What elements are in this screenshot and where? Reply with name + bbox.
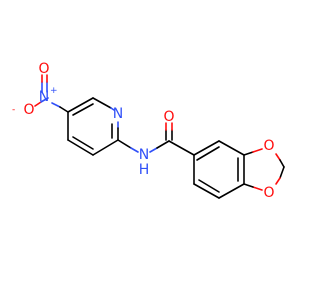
bond-pyr-c5-c6-inner xyxy=(72,103,94,116)
amide-hydrogen-label: H xyxy=(139,162,150,178)
nitro-oxygen-left-atom: O - xyxy=(12,102,35,118)
nitro-oxygen-left-charge: - xyxy=(12,105,15,115)
bond-dioxole-o-c4-a xyxy=(252,186,263,191)
bond-benz-c1-c2-inner xyxy=(196,146,220,161)
bond-amide-n-c-a xyxy=(149,147,158,153)
bond-c2-amide-n-a xyxy=(117,139,132,149)
carbonyl-oxygen-label: O xyxy=(163,109,174,125)
bond-benz-c4-c5 xyxy=(218,183,245,199)
bond-pyr-c3-c4-inner xyxy=(72,136,94,150)
bond-amide-n-c-b xyxy=(156,140,170,149)
bond-benz-c2-c3 xyxy=(218,140,245,156)
dioxole-oxygen-top-label: O xyxy=(263,138,274,154)
molecule-structure-diagram: O - N + O N N H O O O xyxy=(12,61,285,201)
bond-nitro-n-ring-b xyxy=(59,106,69,113)
bond-carbonyl-ring xyxy=(168,140,195,156)
bond-nitro-n-left xyxy=(40,97,49,103)
bond-dioxole-c3-o-b xyxy=(252,148,263,153)
bond-c2-amide-n-b xyxy=(130,147,139,153)
amide-nitrogen-label: N xyxy=(139,147,149,163)
bond-benz-c5-c6 xyxy=(193,183,220,199)
nitro-nitrogen-label: N xyxy=(39,89,49,105)
nitro-oxygen-left-label: O xyxy=(23,102,34,118)
dioxole-oxygen-bottom-label: O xyxy=(263,185,274,201)
atom-labels: O - N + O N N H O O O xyxy=(12,61,275,201)
bond-dioxole-ch2-o-a xyxy=(279,166,285,179)
bond-pyr-c3-c4 xyxy=(67,139,94,156)
bond-benz-c1-c2 xyxy=(193,140,220,156)
bond-pyr-c5-c6 xyxy=(67,97,94,113)
bond-pyr-c2-c3 xyxy=(92,139,119,156)
nitro-oxygen-top-label: O xyxy=(38,61,49,77)
bond-dioxole-o-ch2-a xyxy=(275,153,281,161)
bonds xyxy=(34,74,285,199)
bond-pyr-c6-n1 xyxy=(92,97,112,109)
bond-dioxole-o-c4-b xyxy=(243,183,254,188)
bond-nitro-n-ring-a xyxy=(51,102,61,108)
pyridine-nitrogen-label: N xyxy=(113,106,123,122)
bond-nitro-o-left xyxy=(34,101,42,107)
bond-pyr-c6-n1-hetero xyxy=(110,107,115,111)
bond-dioxole-o-ch2-b xyxy=(279,159,285,168)
bond-dioxole-c3-o-a xyxy=(243,151,254,156)
nitro-nitrogen-charge: + xyxy=(50,86,58,96)
bond-dioxole-ch2-o-b xyxy=(275,177,281,185)
bond-benz-c5-c6-inner xyxy=(198,179,220,193)
nitro-nitrogen-atom: N + xyxy=(39,86,58,105)
amide-nh-group: N H xyxy=(139,147,150,178)
